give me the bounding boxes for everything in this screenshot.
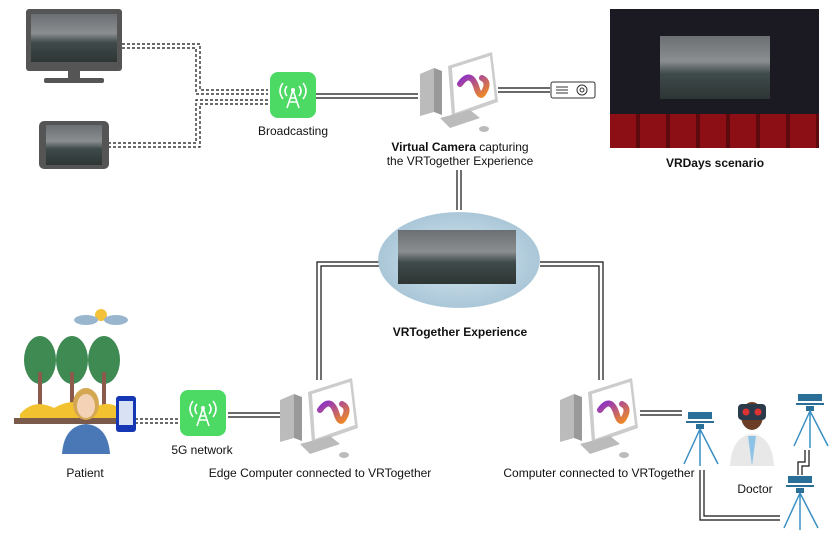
- doctor-vr-avatar-icon: [724, 396, 780, 466]
- tablet: [39, 121, 109, 169]
- projector-icon: [550, 80, 596, 100]
- virtual-camera-line2: the VRTogether Experience: [386, 154, 534, 168]
- clouds-sun-icon: [70, 307, 132, 327]
- virtual-camera-label: Virtual Camera capturing the VRTogether …: [378, 140, 542, 168]
- tablet-link: [108, 103, 268, 148]
- doctor-label: Doctor: [737, 482, 773, 496]
- camera-tripod-icon: [780, 474, 824, 530]
- tv-link: [122, 43, 268, 91]
- virtual-camera-suffix: capturing: [475, 140, 529, 154]
- tv-stand: [68, 71, 80, 79]
- virtual-camera-computer-icon: [418, 52, 500, 134]
- experience-scene: [398, 230, 516, 284]
- edge-computer-label: Edge Computer connected to VRTogether: [208, 466, 432, 480]
- cinema-seats: [610, 114, 819, 148]
- smartphone-screen: [119, 401, 133, 425]
- computer-label: Computer connected to VRTogether: [503, 466, 695, 480]
- patient-label: Patient: [66, 466, 104, 480]
- vrdays-cinema-image: [610, 9, 819, 148]
- edge-computer-icon: [278, 378, 360, 460]
- tablet-screen-scene: [46, 125, 102, 165]
- tv-monitor: [26, 9, 122, 71]
- virtual-camera-title: Virtual Camera: [391, 140, 476, 154]
- cinema-screen-scene: [660, 36, 770, 99]
- computer-icon: [558, 378, 640, 460]
- tv-base: [44, 78, 104, 83]
- broadcast-tower-icon: [270, 72, 316, 118]
- camera-tripod-icon: [790, 392, 834, 448]
- 5g-network-label: 5G network: [171, 443, 233, 457]
- experience-label: VRTogether Experience: [392, 325, 528, 339]
- camera-tripod-icon: [680, 410, 724, 466]
- tv-screen-scene: [31, 14, 117, 62]
- 5g-tower-icon: [180, 390, 226, 436]
- patient-avatar-icon: [58, 384, 114, 454]
- vrdays-label: VRDays scenario: [665, 156, 765, 170]
- cloud-icon: [378, 212, 540, 308]
- broadcasting-label: Broadcasting: [257, 124, 329, 138]
- smartphone-icon: [116, 396, 136, 432]
